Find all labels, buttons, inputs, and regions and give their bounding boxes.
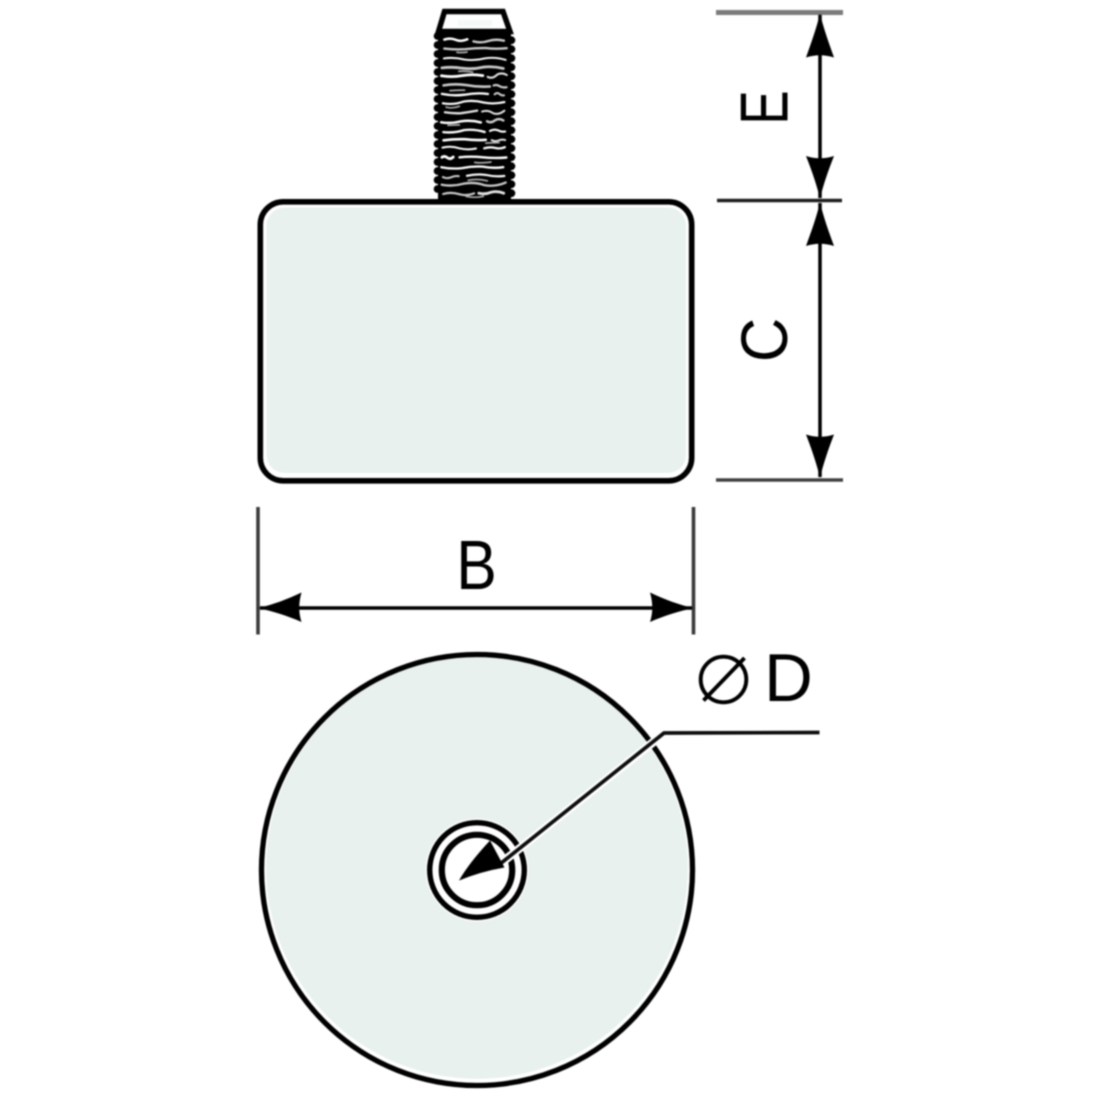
svg-text:B: B [456, 526, 497, 604]
svg-text:D: D [764, 641, 813, 716]
svg-text:C: C [727, 318, 802, 362]
svg-text:E: E [726, 90, 801, 124]
